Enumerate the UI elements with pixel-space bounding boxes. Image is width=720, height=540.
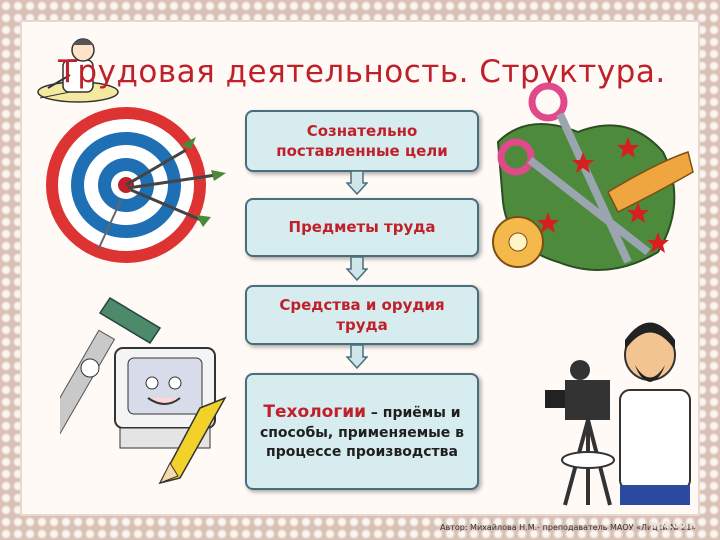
technologies-text: Техологии – приёмы и способы, применяемы…: [255, 401, 470, 462]
objects-of-labor-box: Предметы труда: [245, 198, 479, 257]
means-of-labor-box: Средства и орудия труда: [245, 285, 479, 345]
goals-box: Сознательно поставленные цели: [245, 110, 479, 172]
author-footer: Автор: Михайлова Н.М.- преподаватель МАО…: [440, 523, 697, 532]
means-of-labor-label: Средства и орудия труда: [279, 295, 445, 334]
computer-with-ruler-pencil-icon: [60, 296, 227, 485]
technologies-highlight: Техологии: [263, 402, 367, 423]
down-arrow-icon: [346, 170, 368, 196]
technologies-box: Техологии – приёмы и способы, применяемы…: [245, 373, 479, 490]
teacher-writing-icon: [37, 38, 119, 103]
scissors-fabric-tape-icon: [492, 82, 694, 271]
target-with-arrows-icon: [46, 107, 226, 263]
watermark: ppt.com: [649, 520, 696, 531]
technologies-description: – приёмы и способы, применяемые в процес…: [259, 405, 465, 460]
page-title: Трудовая деятельность. Структура.: [58, 54, 666, 90]
down-arrow-icon: [346, 344, 368, 370]
down-arrow-icon: [346, 256, 368, 282]
objects-of-labor-label: Предметы труда: [288, 218, 436, 237]
goals-label: Сознательно поставленные цели: [276, 121, 448, 160]
cameraman-icon: [545, 322, 691, 506]
